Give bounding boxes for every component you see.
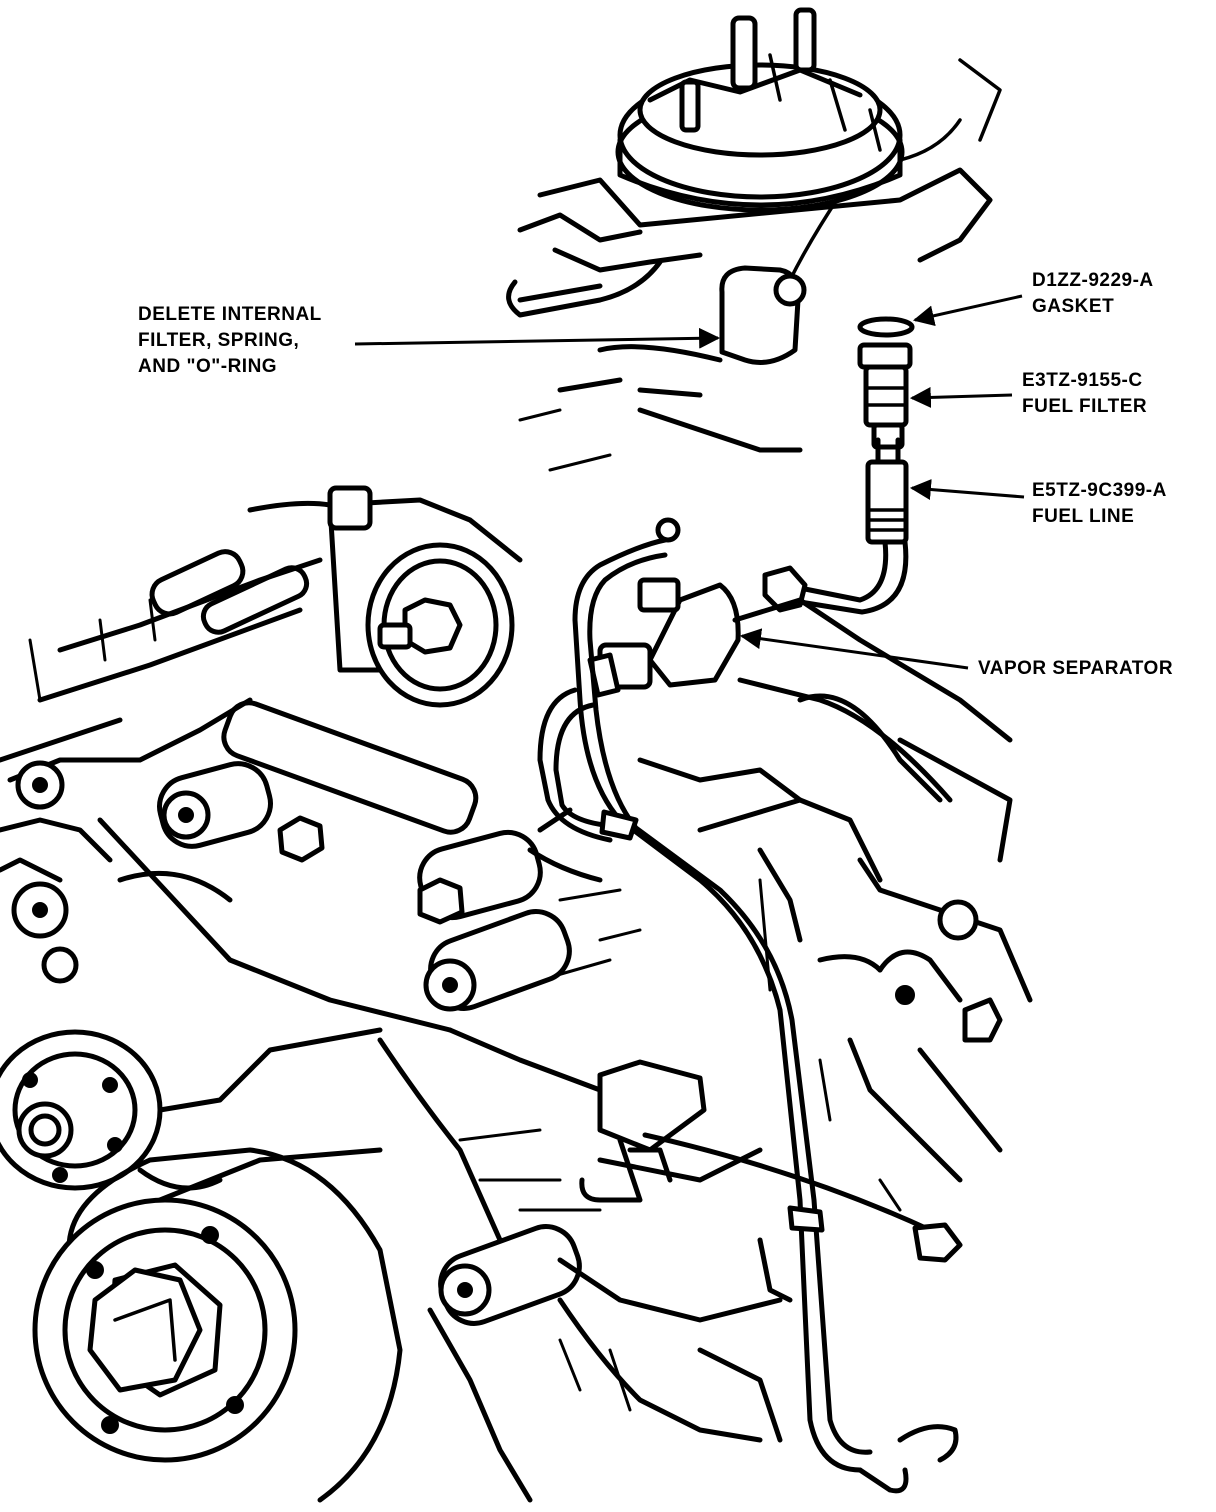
engine-block-right [538,597,1033,1212]
gasket-part-number: D1ZZ-9229-A [1032,270,1154,291]
fuel-filter-name: FUEL FILTER [1022,396,1148,417]
fuel-line-callout: E5TZ-9C399-A FUEL LINE [1032,478,1167,530]
vapor-separator-name: VAPOR SEPARATOR [978,658,1174,679]
gasket-leader [912,294,1023,327]
fuel-filter-callout: E3TZ-9155-C FUEL FILTER [1022,368,1147,420]
leader-lines [354,294,1025,670]
delete-internal-callout: DELETE INTERNAL FILTER, SPRING, AND "O"-… [138,302,322,380]
fuel-supply-line [537,537,959,1494]
fuel-line-fitting [865,437,909,545]
fuel-line-leader [909,479,1025,500]
delete-internal-line3: AND "O"-RING [138,356,278,377]
water-pump-pulley [0,1027,383,1191]
vapor-separator [587,517,741,698]
gasket-ring [857,316,915,338]
linkage-arms [0,697,603,1033]
delete-internal-leader [354,327,721,349]
fuel-line-name: FUEL LINE [1032,506,1135,527]
fuel-line-pipe [762,539,909,615]
fuel-filter-leader [909,386,1013,408]
engine-block-lower [377,1027,963,1503]
fuel-filter-part-number: E3TZ-9155-C [1022,370,1143,391]
crankshaft-damper [32,1147,403,1503]
fuel-filter [857,342,913,450]
gasket-callout: D1ZZ-9229-A GASKET [1032,268,1154,320]
gasket-name: GASKET [1032,296,1115,317]
delete-internal-line1: DELETE INTERNAL [138,304,322,325]
delete-internal-line2: FILTER, SPRING, [138,330,300,351]
fuel-line-part-number: E5TZ-9C399-A [1032,480,1167,501]
vapor-separator-callout: VAPOR SEPARATOR [978,656,1173,682]
vapor-separator-leader [739,628,969,670]
intake-manifold [0,485,523,763]
carburetor [506,7,1002,472]
